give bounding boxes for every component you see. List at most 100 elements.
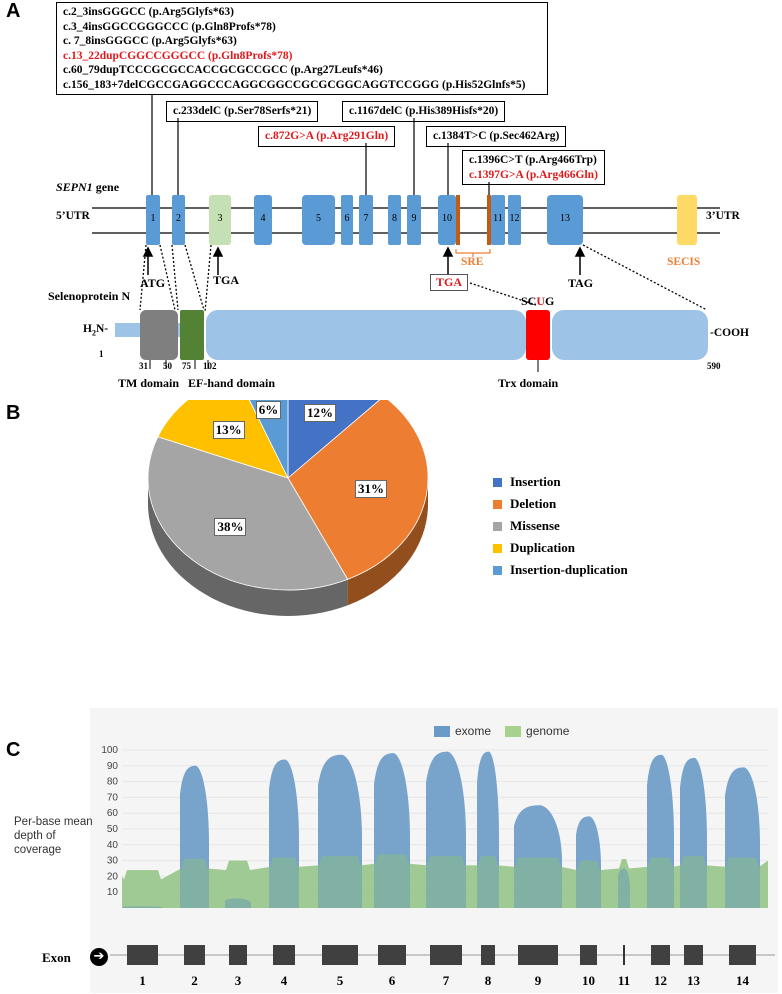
mutation-box-872: c.872G>A (p.Arg291Gln) [258,126,396,147]
pie-data-label: 12% [303,404,336,423]
protein-c-term [552,310,708,360]
panel-letter-c: C [6,739,21,761]
y-tick-label: 20 [107,871,119,882]
tm-domain [140,310,178,360]
scug-label: SCUG [521,294,554,309]
legend-item: Missense [493,518,628,534]
pie-slice-side [148,478,348,616]
legend-swatch [493,543,502,553]
legend-item: Insertion [493,474,628,490]
exon-label: 4 [260,213,266,224]
pie-slice-insertion-duplication [248,400,289,479]
exon-number: 1 [139,973,146,988]
pie-data-label: 31% [354,479,387,498]
trx-domain-label: Trx domain [498,376,559,390]
exon-track [146,195,697,245]
utr3-label: 3’UTR [706,210,740,222]
position-label: 50 [163,361,172,371]
y-tick-label: 30 [107,856,119,867]
exon-block [127,945,158,965]
protein-diagram [115,310,708,360]
trx-domain [526,310,550,360]
exon-label: 12 [509,213,520,224]
arrow-right-icon[interactable]: ➔ [90,948,108,966]
pie-data-label: 6% [255,400,282,419]
gene-name: SEPN1 [56,180,93,194]
exon-label: 10 [442,213,452,224]
exon-number: 10 [582,973,595,988]
mutation-connectors [151,95,490,195]
mutation-box-1167: c.1167delC (p.His389Hisfs*20) [342,101,506,122]
exon-2 [172,195,185,245]
pie-slice-missense [147,436,349,591]
legend-label: exome [455,724,492,738]
position-label: 75 [182,361,191,371]
exon-1 [146,195,160,245]
exon-block [684,945,703,965]
exon-4 [254,195,272,245]
pie-side [148,478,428,616]
exon-block [378,945,406,965]
mutation-line: c.156_183+7delCGCCGAGGCCCAGGCGGCCGCGCGGC… [63,78,526,91]
exon-label: 13 [560,213,570,224]
position-label: 1 [99,349,104,359]
exon-label: 5 [316,213,321,224]
exon-label: 1 [150,213,156,224]
protein-n-term [115,323,145,337]
panel-letter-b: B [6,402,21,424]
legend-item: Insertion-duplication [493,562,628,578]
tm-domain-label: TM domain [118,376,180,390]
exon-label: 8 [392,213,397,224]
mutation-line: c. 7_8insGGGCC (p.Arg5Glyfs*63) [63,35,237,47]
pie-data-label: 38% [214,517,247,536]
mutation-box-233: c.233delC (p.Ser78Serfs*21) [166,101,319,122]
genome-overlay [122,854,768,908]
exon-5 [302,195,335,245]
exon-9 [407,195,421,245]
position-ticks [149,360,539,372]
mutation-line: c.2_3insGGGCC (p.Arg5Glyfs*63) [63,6,234,18]
mutation-box-1384: c.1384T>C (p.Sec462Arg) [426,126,567,147]
mutation-line: c.60_79dupTCCCGCGCCACCGCGCCGCC (p.Arg27L… [63,64,383,76]
secis-label: SECIS [667,256,701,268]
gene-label: SEPN1 gene [56,180,119,195]
sre-bracket [455,249,491,257]
codon-arrows [142,246,586,275]
atg-label: ATG [140,276,166,290]
sre-label: SRE [461,256,484,268]
pie-data-label: 13% [212,421,245,440]
exon-number: 8 [484,973,492,988]
mapping-dotted-lines [139,244,708,313]
exon-11-sre [487,195,491,245]
gene-protein-diagram [92,95,720,372]
exon-track-label: Exon [42,950,71,965]
y-tick-label: 70 [107,792,119,803]
legend-label: Insertion [510,474,561,489]
exon-number: 12 [654,973,667,988]
legend-label: Duplication [510,540,576,555]
exon-block [518,945,558,965]
protein-label: Selenoprotein N [48,289,131,303]
exon-12 [508,195,521,245]
mutation-box-1396: c.1396C>T (p.Arg466Trp) c.1397G>A (p.Arg… [462,150,605,185]
exon-label: 6 [344,213,350,224]
ef-hand-domain [180,310,204,360]
gene-suffix: gene [92,180,120,194]
scug-post: G [545,294,555,308]
ef-domain-label: EF-hand domain [188,376,276,390]
exon-10-sre [456,195,460,245]
mutation-line: c.1396C>T (p.Arg466Trp) [469,154,597,166]
exon-label: 9 [411,213,417,224]
exon-number: 7 [442,973,450,988]
legend-swatch [434,725,450,737]
exon-number: 5 [336,973,344,988]
legend-swatch [493,477,502,487]
exon-3 [209,195,231,245]
y-tick-label: 60 [107,808,119,819]
exon-10 [438,195,456,245]
y-tick-label: 50 [107,824,119,835]
y-tick-label: 100 [101,745,118,756]
tga-label-exon3: TGA [213,273,240,287]
exon-track-c [110,945,775,965]
